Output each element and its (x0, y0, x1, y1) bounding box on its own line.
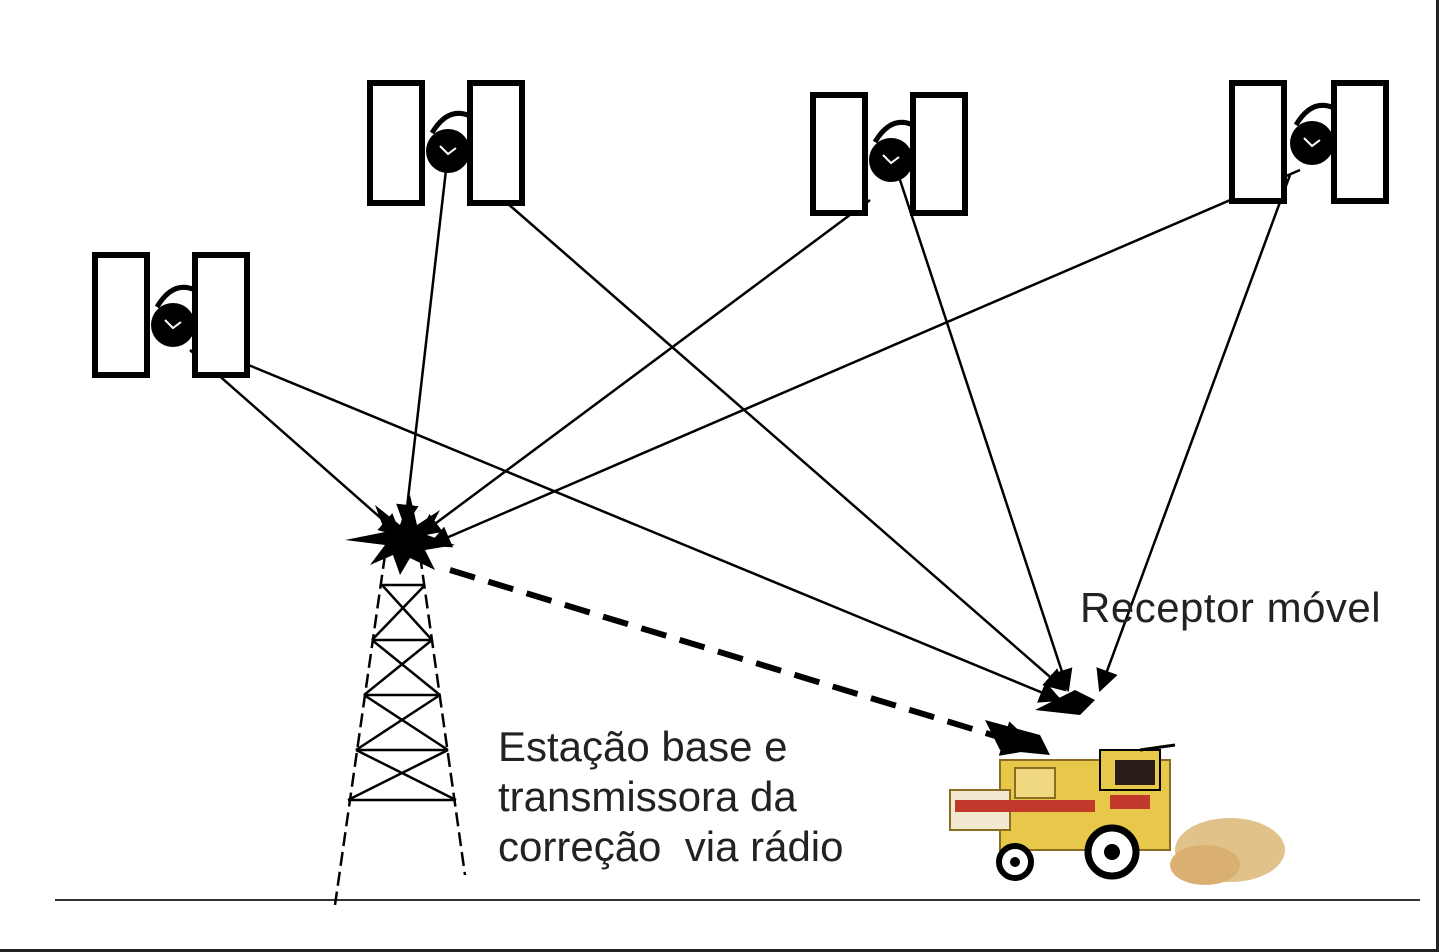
signals-to-receiver (199, 174, 1292, 703)
satellite-icon (92, 252, 250, 378)
signal-sat4-base (427, 168, 1301, 548)
signal-sat1-base (189, 349, 402, 537)
base-station-label-line3: correção via rádio (498, 823, 844, 870)
base-station-label-line1: Estação base e (498, 723, 788, 770)
signal-burst-icon (345, 495, 455, 575)
base-station-label: Estação base e transmissora da correção … (498, 722, 844, 872)
signal-sat3-receiver (898, 179, 1073, 693)
signal-sat3-base (418, 198, 871, 537)
satellite-icon (810, 92, 968, 216)
satellite-icon (367, 80, 525, 206)
signal-sat2-base (396, 169, 448, 528)
signals-to-base (189, 168, 1301, 548)
satellite-icon (1229, 80, 1389, 204)
base-station-label-line2: transmissora da (498, 773, 797, 820)
combine-harvester-icon (949, 690, 1285, 885)
signal-sat1-receiver (199, 343, 1063, 703)
signal-sat4-receiver (1096, 174, 1292, 693)
radio-correction-link (449, 567, 1039, 756)
signal-sat2-receiver (474, 174, 1067, 692)
radio-tower-icon (333, 554, 467, 906)
receiver-label: Receptor móvel (1080, 584, 1382, 631)
